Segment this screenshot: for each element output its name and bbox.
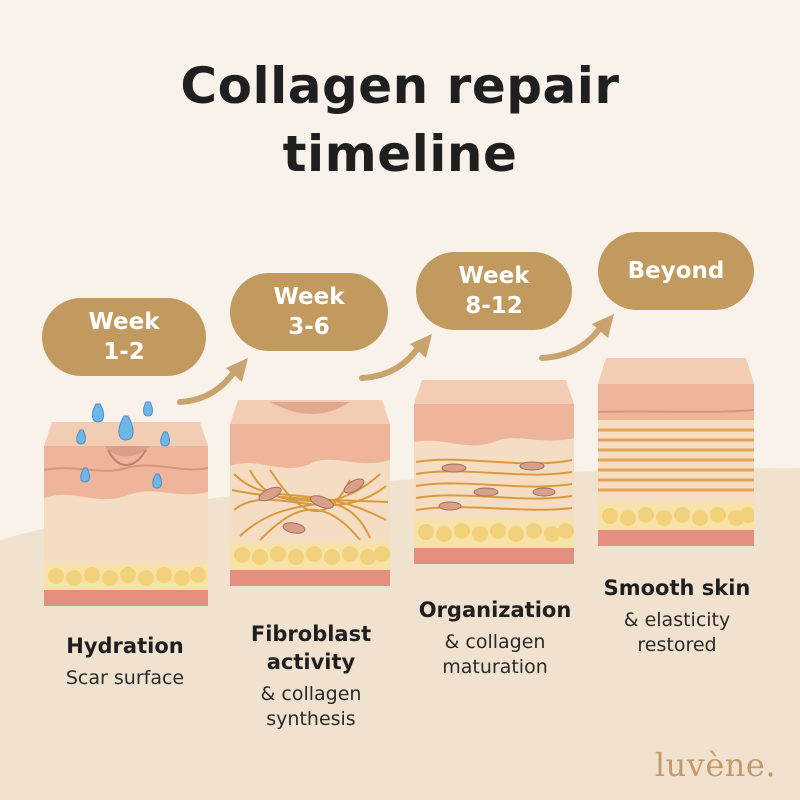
skin-block-smooth — [598, 358, 754, 546]
badge-week-1-2: Week 1-2 — [42, 298, 206, 376]
stage-heading: Hydration — [66, 634, 184, 658]
arrow-icon — [359, 334, 432, 381]
badge-line: 1-2 — [103, 339, 145, 365]
brand-logo: luvène. — [654, 746, 776, 784]
skin-block-hydration — [44, 401, 208, 606]
skin-block-fibroblast — [230, 400, 390, 586]
stage-heading: Organization — [418, 598, 572, 622]
title-line-1: Collagen repair — [180, 57, 620, 115]
badge-line: Week — [458, 263, 530, 289]
badge-week-8-12: Week 8-12 — [416, 252, 572, 330]
stage-heading: Fibroblast — [250, 622, 372, 646]
badge-week-3-6: Week 3-6 — [230, 273, 388, 351]
badge-beyond: Beyond — [598, 232, 754, 310]
stage-subtext: & elasticity — [623, 609, 731, 631]
skin-block-organization — [414, 380, 574, 564]
title-line-2: timeline — [282, 125, 518, 183]
stage-subtext: maturation — [442, 656, 548, 678]
stage-subtext: Scar surface — [65, 667, 185, 689]
arrow-icon — [177, 358, 248, 405]
stage-heading: Smooth skin — [603, 576, 751, 600]
stage-heading: activity — [266, 650, 356, 674]
stage-label-organization: Organization & collagen maturation — [388, 596, 602, 680]
badge-line: 8-12 — [465, 293, 523, 319]
arrow-icon — [539, 314, 614, 361]
stage-subtext: & collagen — [444, 631, 546, 653]
badge-line: Week — [88, 309, 160, 335]
stage-label-hydration: Hydration Scar surface — [20, 632, 230, 691]
stage-subtext: synthesis — [266, 708, 356, 730]
stage-subtext: restored — [637, 634, 717, 656]
page-title: Collagen repair timeline — [0, 52, 800, 188]
stage-label-fibroblast: Fibroblast activity & collagen synthesis — [206, 620, 416, 732]
badge-line: 3-6 — [288, 314, 330, 340]
stage-subtext: & collagen — [260, 683, 362, 705]
badge-line: Week — [273, 284, 345, 310]
stage-label-smooth: Smooth skin & elasticity restored — [572, 574, 782, 658]
badge-line: Beyond — [627, 258, 725, 284]
